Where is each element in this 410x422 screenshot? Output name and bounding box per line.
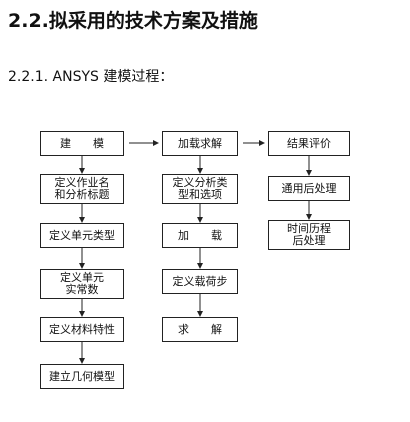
subsection-heading: 2.2.1. ANSYS 建模过程：: [8, 69, 174, 85]
flow-box-element-type: 定义单元类型: [40, 223, 124, 248]
flow-box-load-solve: 加载求解: [162, 131, 238, 156]
flow-box-real-constants: 定义单元 实常数: [40, 269, 124, 299]
section-heading: 2.2.拟采用的技术方案及措施: [8, 10, 258, 32]
flow-box-jobname: 定义作业名 和分析标题: [40, 174, 124, 204]
flow-box-modeling: 建 模: [40, 131, 124, 156]
flow-box-result-eval: 结果评价: [268, 131, 350, 156]
flow-box-material: 定义材料特性: [40, 317, 124, 342]
flow-box-load: 加 载: [162, 223, 238, 248]
flow-box-geometry: 建立几何模型: [40, 364, 124, 389]
flow-box-load-step: 定义载荷步: [162, 269, 238, 294]
flow-box-analysis-type: 定义分析类 型和选项: [162, 174, 238, 204]
flow-box-solve: 求 解: [162, 317, 238, 342]
flow-box-general-postproc: 通用后处理: [268, 176, 350, 201]
flow-box-time-history-postproc: 时间历程 后处理: [268, 220, 350, 250]
